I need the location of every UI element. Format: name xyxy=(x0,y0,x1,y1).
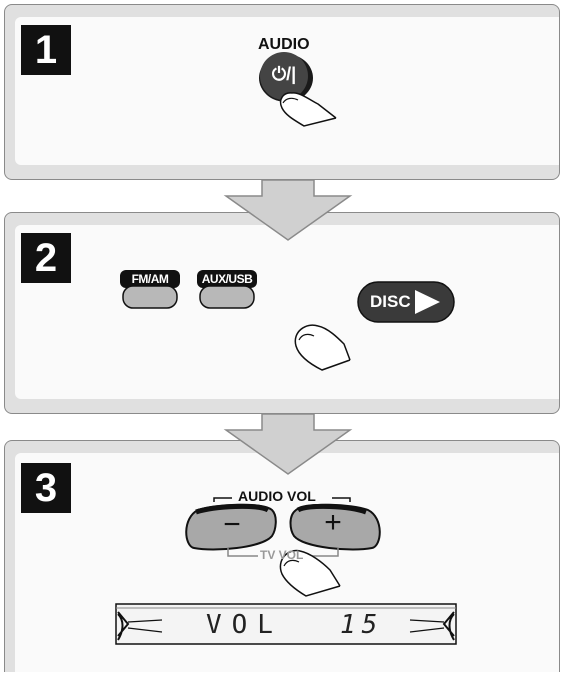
audio-vol-label: AUDIO VOL xyxy=(238,488,316,504)
left-level-icon xyxy=(117,611,130,641)
power-button xyxy=(260,52,308,100)
disc-button xyxy=(357,281,455,323)
step-2-number: 2 xyxy=(21,233,71,283)
right-level-icon xyxy=(442,611,455,641)
disc-label[interactable]: DISC xyxy=(370,292,411,311)
fm-am-button-top xyxy=(120,270,180,288)
step-3-number: 3 xyxy=(21,463,71,513)
display-panel xyxy=(115,603,457,645)
audio-label: AUDIO xyxy=(258,36,310,53)
aux-usb-button-top xyxy=(197,270,257,288)
play-icon xyxy=(415,290,440,314)
step-1-panel: 1 xyxy=(4,4,560,180)
finger-icon-2 xyxy=(294,324,351,371)
fm-am-button xyxy=(122,285,178,309)
finger-icon-3 xyxy=(279,549,341,597)
down-arrow-2 xyxy=(223,413,353,475)
minus-label[interactable]: − xyxy=(223,508,241,541)
power-symbol[interactable]: ⏻/| xyxy=(271,64,297,84)
down-arrow-1 xyxy=(223,179,353,241)
step-2-inner xyxy=(15,225,559,399)
step-1-number: 1 xyxy=(21,25,71,75)
plus-label[interactable]: + xyxy=(324,506,342,539)
fm-am-label[interactable]: FM/AM xyxy=(131,272,169,286)
display-text: VOL xyxy=(206,610,283,640)
tv-vol-label: TV VOL xyxy=(260,548,304,562)
display-value: 15 xyxy=(340,610,384,640)
step-2-panel: 2 xyxy=(4,212,560,414)
aux-usb-button xyxy=(199,285,255,309)
finger-icon xyxy=(279,92,337,127)
aux-usb-label[interactable]: AUX/USB xyxy=(201,272,253,286)
